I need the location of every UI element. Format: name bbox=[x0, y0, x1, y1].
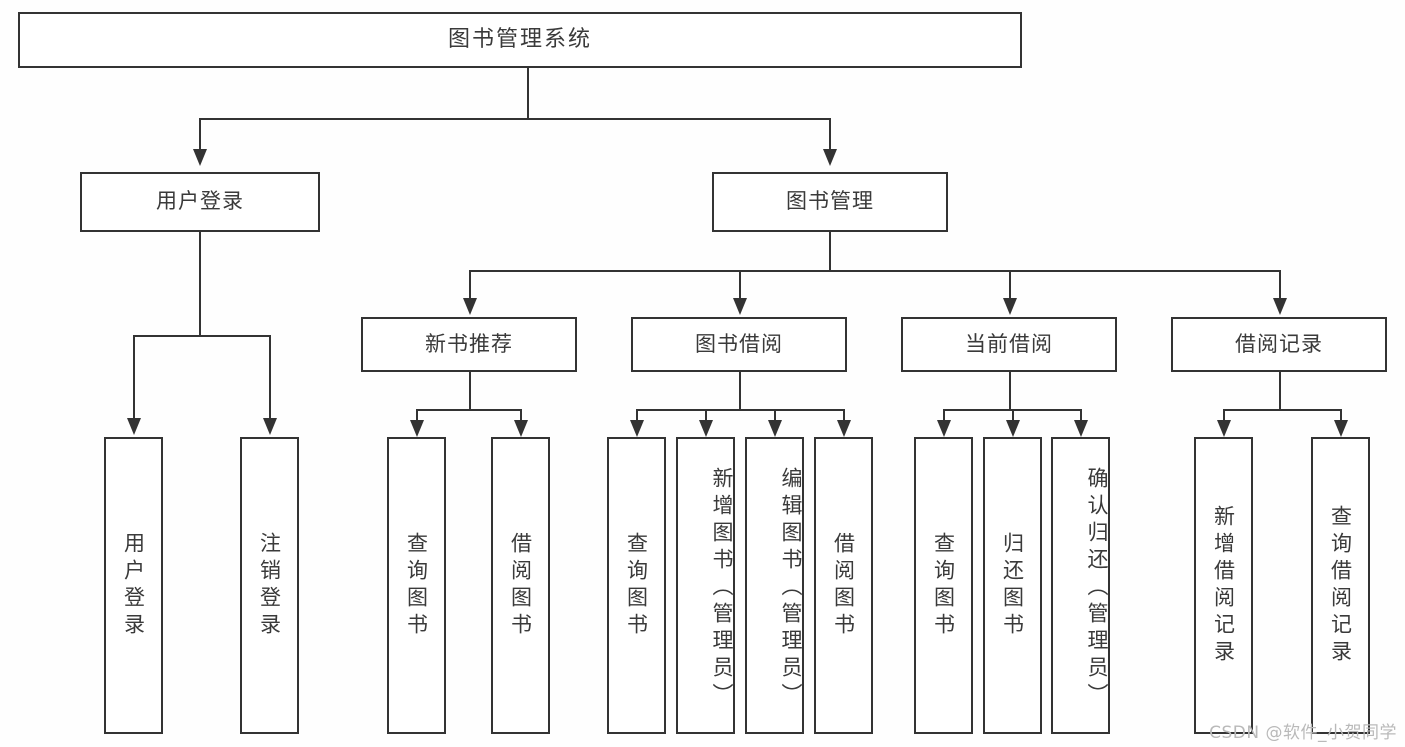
leaf-current-borrow-query[interactable]: 查询图书 bbox=[914, 437, 973, 734]
arrow-book-borrow-to-leaf-4 bbox=[837, 420, 851, 437]
arrow-root-to-book-manage bbox=[823, 149, 837, 166]
arrow-book-borrow-to-leaf-3 bbox=[768, 420, 782, 437]
connector-book-borrow-to-leaf-4 bbox=[843, 409, 845, 422]
arrow-book-manage-to-book-borrow bbox=[733, 298, 747, 315]
leaf-new-book-borrow[interactable]: 借阅图书 bbox=[491, 437, 550, 734]
node-borrow-record[interactable]: 借阅记录 bbox=[1171, 317, 1387, 372]
arrow-user-login-to-leaf-1 bbox=[127, 418, 141, 435]
connector-new-book-to-leaf-2 bbox=[520, 409, 522, 422]
connector-root-bar bbox=[199, 118, 831, 120]
connector-borrow-record-to-leaf-1 bbox=[1223, 409, 1225, 422]
connector-book-manage-to-borrow-record bbox=[1279, 270, 1281, 299]
arrow-borrow-record-to-leaf-1 bbox=[1217, 420, 1231, 437]
node-user-login[interactable]: 用户登录 bbox=[80, 172, 320, 232]
connector-book-borrow-to-leaf-1 bbox=[636, 409, 638, 422]
node-root-library-system[interactable]: 图书管理系统 bbox=[18, 12, 1022, 68]
arrow-book-borrow-to-leaf-2 bbox=[699, 420, 713, 437]
connector-user-login-bar bbox=[133, 335, 271, 337]
leaf-book-borrow-edit[interactable]: 编辑图书（管理员） bbox=[745, 437, 804, 734]
connector-book-borrow-bar bbox=[636, 409, 844, 411]
arrow-book-manage-to-new-book bbox=[463, 298, 477, 315]
arrow-user-login-to-leaf-2 bbox=[263, 418, 277, 435]
leaf-current-borrow-confirm-return[interactable]: 确认归还（管理员） bbox=[1051, 437, 1110, 734]
connector-borrow-record-stem bbox=[1279, 372, 1281, 409]
connector-new-book-stem bbox=[469, 372, 471, 409]
connector-book-manage-to-book-borrow bbox=[739, 270, 741, 299]
connector-book-borrow-to-leaf-2 bbox=[705, 409, 707, 422]
connector-new-book-bar bbox=[416, 409, 522, 411]
arrow-book-manage-to-current-borrow bbox=[1003, 298, 1017, 315]
connector-book-borrow-to-leaf-3 bbox=[774, 409, 776, 422]
connector-user-login-stem bbox=[199, 232, 201, 335]
leaf-current-borrow-return[interactable]: 归还图书 bbox=[983, 437, 1042, 734]
connector-root-to-user-login bbox=[199, 118, 201, 150]
arrow-book-manage-to-borrow-record bbox=[1273, 298, 1287, 315]
connector-book-manage-stem bbox=[829, 232, 831, 270]
connector-root-to-book-manage bbox=[829, 118, 831, 150]
leaf-borrow-record-query[interactable]: 查询借阅记录 bbox=[1311, 437, 1370, 734]
arrow-new-book-to-leaf-2 bbox=[514, 420, 528, 437]
arrow-book-borrow-to-leaf-1 bbox=[630, 420, 644, 437]
connector-borrow-record-to-leaf-2 bbox=[1340, 409, 1342, 422]
connector-root-stem bbox=[527, 68, 529, 118]
leaf-user-login-login[interactable]: 用户登录 bbox=[104, 437, 163, 734]
node-book-borrow[interactable]: 图书借阅 bbox=[631, 317, 847, 372]
connector-current-borrow-to-leaf-3 bbox=[1080, 409, 1082, 422]
connector-new-book-to-leaf-1 bbox=[416, 409, 418, 422]
node-current-borrow[interactable]: 当前借阅 bbox=[901, 317, 1117, 372]
arrow-new-book-to-leaf-1 bbox=[410, 420, 424, 437]
connector-book-manage-to-current-borrow bbox=[1009, 270, 1011, 299]
arrow-current-borrow-to-leaf-3 bbox=[1074, 420, 1088, 437]
connector-current-borrow-stem bbox=[1009, 372, 1011, 409]
arrow-current-borrow-to-leaf-1 bbox=[937, 420, 951, 437]
leaf-book-borrow-lend[interactable]: 借阅图书 bbox=[814, 437, 873, 734]
leaf-new-book-query[interactable]: 查询图书 bbox=[387, 437, 446, 734]
connector-book-manage-to-new-book bbox=[469, 270, 471, 299]
leaf-book-borrow-query[interactable]: 查询图书 bbox=[607, 437, 666, 734]
arrow-borrow-record-to-leaf-2 bbox=[1334, 420, 1348, 437]
leaf-borrow-record-add[interactable]: 新增借阅记录 bbox=[1194, 437, 1253, 734]
arrow-current-borrow-to-leaf-2 bbox=[1006, 420, 1020, 437]
connector-current-borrow-to-leaf-1 bbox=[943, 409, 945, 422]
connector-current-borrow-to-leaf-2 bbox=[1012, 409, 1014, 422]
connector-book-manage-bar bbox=[469, 270, 1280, 272]
node-new-book-recommend[interactable]: 新书推荐 bbox=[361, 317, 577, 372]
arrow-root-to-user-login bbox=[193, 149, 207, 166]
connector-borrow-record-bar bbox=[1223, 409, 1341, 411]
leaf-book-borrow-add[interactable]: 新增图书（管理员） bbox=[676, 437, 735, 734]
node-book-management[interactable]: 图书管理 bbox=[712, 172, 948, 232]
leaf-user-login-logout[interactable]: 注销登录 bbox=[240, 437, 299, 734]
connector-user-login-to-leaf-1 bbox=[133, 335, 135, 419]
connector-user-login-to-leaf-2 bbox=[269, 335, 271, 419]
connector-book-borrow-stem bbox=[739, 372, 741, 409]
